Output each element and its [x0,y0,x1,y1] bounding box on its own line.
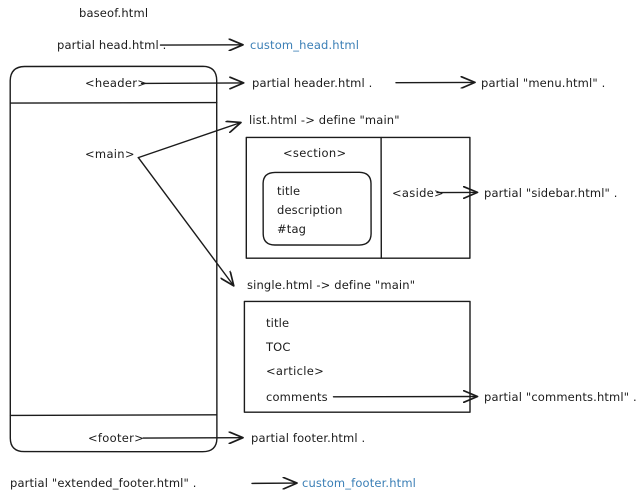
list-item-card [262,171,372,246]
partial-header-label: partial header.html . [252,76,373,90]
footer-divider [9,414,218,417]
partial-footer-label: partial footer.html . [251,431,366,445]
custom-footer-link[interactable]: custom_footer.html [302,476,417,490]
single-title-label: title [266,316,290,330]
card-title-label: title [277,184,301,198]
custom-head-link[interactable]: custom_head.html [250,38,360,52]
single-comments-label: comments [266,390,328,404]
footer-tag-label: <footer> [88,431,145,445]
header-tag-label: <header> [85,76,148,90]
main-to-list-arrow [137,123,240,159]
partial-head-label: partial head.html . [57,38,167,52]
main-to-single-arrow [137,156,233,286]
header-to-partial-header-arrow [140,83,244,84]
card-description-label: description [277,203,343,217]
card-tag-label: #tag [277,222,307,236]
single-toc-label: TOC [266,340,291,354]
baseof-outer-box [9,65,218,453]
partial-sidebar-label: partial "sidebar.html" . [484,186,618,200]
single-define-label: single.html -> define "main" [247,278,416,292]
baseof-label: baseof.html [79,6,149,20]
main-tag-label: <main> [85,147,135,161]
aside-tag-label: <aside> [392,186,444,200]
partial-extended-footer-label: partial "extended_footer.html" . [10,476,197,490]
list-define-label: list.html -> define "main" [249,113,400,127]
header-divider [9,101,218,104]
single-template-box [243,300,471,413]
partial-comments-label: partial "comments.html" . [484,390,637,404]
section-tag-label: <section> [283,146,347,160]
partial-menu-label: partial "menu.html" . [481,76,606,90]
single-article-label: <article> [266,364,325,378]
